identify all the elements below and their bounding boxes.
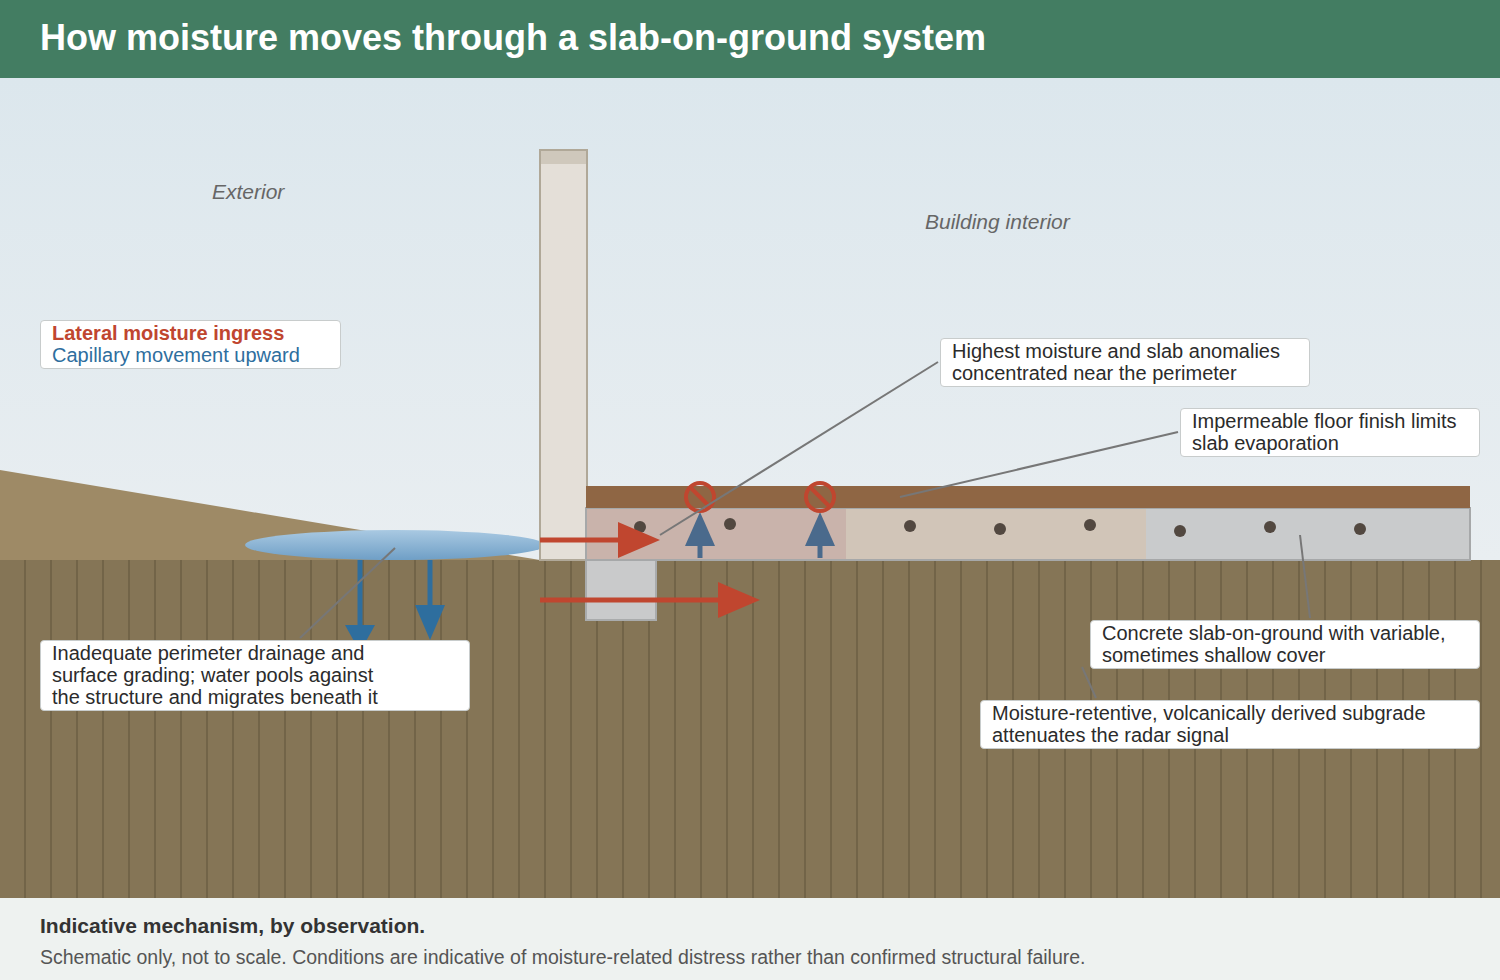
footnote: Schematic only, not to scale. Conditions… — [40, 946, 1086, 969]
region-label: Exterior — [212, 180, 284, 204]
callout-text: Impermeable floor finish limits slab eva… — [1192, 410, 1468, 454]
callout-box: Highest moisture and slab anomalies conc… — [940, 338, 1310, 387]
callout-text: Lateral moisture ingress — [52, 322, 329, 344]
slab-wet-zone — [586, 508, 846, 560]
lateral-arrow — [540, 522, 760, 618]
title-bar — [0, 0, 1500, 78]
caption: Indicative mechanism, by observation. — [40, 914, 425, 938]
callout-text: Concrete slab-on-ground with variable, s… — [1102, 622, 1468, 666]
footer-band — [0, 898, 1500, 980]
wall-cap — [541, 151, 586, 164]
callout-text: Moisture-retentive, volcanically derived… — [992, 702, 1468, 746]
footing — [586, 560, 656, 620]
callout-box: Moisture-retentive, volcanically derived… — [980, 700, 1480, 749]
legend-box: Lateral moisture ingressCapillary moveme… — [40, 320, 341, 369]
region-label: Building interior — [925, 210, 1070, 234]
callout-box: Inadequate perimeter drainage and surfac… — [40, 640, 470, 711]
subgrade — [0, 560, 1500, 898]
capillary-arrow — [685, 512, 835, 558]
wall — [540, 150, 587, 560]
title: How moisture moves through a slab-on-gro… — [40, 17, 986, 59]
callout-text: Highest moisture and slab anomalies conc… — [952, 340, 1298, 384]
slab-mid-zone — [846, 508, 1146, 560]
ponded-water — [245, 530, 545, 560]
blocked-symbol — [686, 483, 834, 511]
callout-box: Concrete slab-on-ground with variable, s… — [1090, 620, 1480, 669]
callout-box: Impermeable floor finish limits slab eva… — [1180, 408, 1480, 457]
callout-text: Inadequate perimeter drainage and surfac… — [52, 642, 397, 708]
slab-dry-zone — [1146, 508, 1470, 560]
sky — [0, 78, 1500, 560]
infiltration-arrow — [345, 560, 445, 652]
rebar — [634, 518, 1366, 537]
floor-finish — [586, 486, 1470, 508]
slab-outline — [586, 508, 1470, 560]
callout-text: Capillary movement upward — [52, 344, 329, 366]
